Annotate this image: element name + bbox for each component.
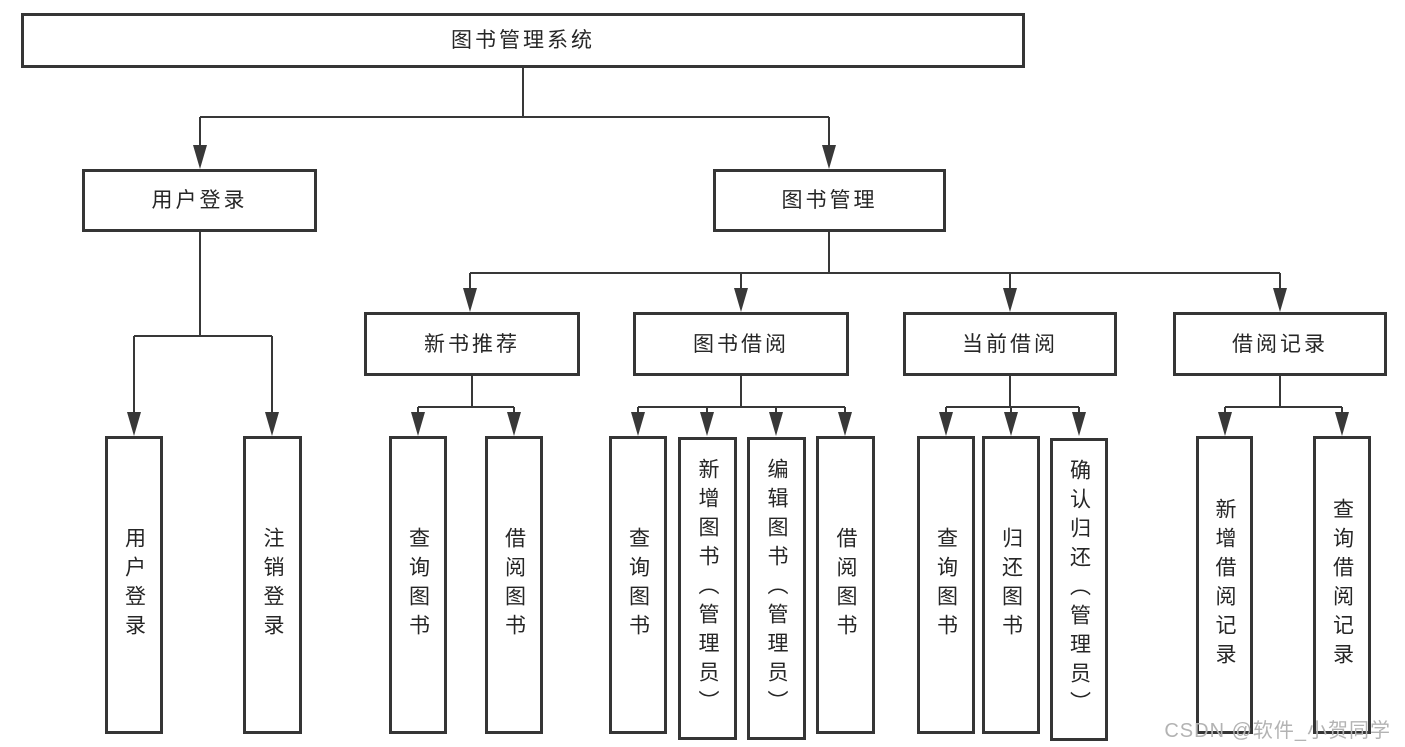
arrowhead (1003, 288, 1017, 312)
connector-path (133, 68, 1343, 414)
node-borrowing-records: 借阅记录 (1173, 312, 1387, 376)
arrowhead (734, 288, 748, 312)
leaf-records-query-record: 查询借阅记录 (1313, 436, 1371, 734)
node-label: 借阅记录 (1232, 332, 1328, 356)
node-label: 新增图书（管理员） (696, 458, 719, 719)
node-label: 当前借阅 (962, 332, 1058, 356)
leaf-current-return-books: 归还图书 (982, 436, 1040, 734)
arrowhead (463, 288, 477, 312)
node-label: 查询图书 (626, 527, 650, 643)
leaf-recommend-query-books: 查询图书 (389, 436, 447, 734)
leaf-records-add-record: 新增借阅记录 (1196, 436, 1253, 734)
arrowhead (939, 412, 953, 436)
node-label: 查询图书 (406, 527, 430, 643)
node-book-borrowing: 图书借阅 (633, 312, 849, 376)
arrowhead (411, 412, 425, 436)
leaf-borrowing-edit-books-admin: 编辑图书（管理员） (747, 437, 806, 740)
node-label: 注销登录 (261, 527, 284, 643)
leaf-recommend-borrow-books: 借阅图书 (485, 436, 543, 734)
node-label: 图书借阅 (693, 332, 789, 356)
node-label: 查询借阅记录 (1330, 498, 1354, 672)
csdn-watermark: CSDN @软件_小贺同学 (1164, 720, 1391, 742)
node-label: 新增借阅记录 (1213, 498, 1236, 672)
node-current-borrowing: 当前借阅 (903, 312, 1117, 376)
leaf-current-query-books: 查询图书 (917, 436, 975, 734)
arrowhead (127, 412, 141, 436)
arrowhead (1273, 288, 1287, 312)
arrowhead (1335, 412, 1349, 436)
node-label: 编辑图书（管理员） (765, 458, 788, 719)
arrowhead (1004, 412, 1018, 436)
leaf-borrowing-query-books: 查询图书 (609, 436, 667, 734)
arrowhead (700, 412, 714, 436)
node-label: 用户登录 (151, 189, 248, 212)
node-label: 借阅图书 (502, 527, 526, 643)
node-label: 确认归还（管理员） (1067, 459, 1091, 720)
node-label: 查询图书 (934, 527, 958, 643)
leaf-user-login: 用户登录 (105, 436, 163, 734)
arrowhead (1218, 412, 1232, 436)
arrowhead (507, 412, 521, 436)
node-new-book-recommend: 新书推荐 (364, 312, 580, 376)
arrowhead (838, 412, 852, 436)
leaf-current-confirm-return-admin: 确认归还（管理员） (1050, 438, 1108, 741)
node-user-login: 用户登录 (82, 169, 317, 232)
arrowhead (631, 412, 645, 436)
leaf-logout: 注销登录 (243, 436, 302, 734)
node-label: 借阅图书 (834, 527, 857, 643)
arrowhead (193, 145, 207, 169)
node-root-library-system: 图书管理系统 (21, 13, 1025, 68)
leaf-borrowing-add-books-admin: 新增图书（管理员） (678, 437, 737, 740)
arrowhead (265, 412, 279, 436)
arrowhead (1072, 412, 1086, 436)
node-label: 图书管理系统 (451, 29, 595, 52)
node-label: 新书推荐 (424, 332, 520, 356)
leaf-borrowing-borrow-books: 借阅图书 (816, 436, 875, 734)
node-label: 图书管理 (781, 189, 878, 212)
arrowhead (822, 145, 836, 169)
node-book-management: 图书管理 (713, 169, 946, 232)
arrowhead (769, 412, 783, 436)
node-label: 用户登录 (122, 527, 146, 643)
node-label: 归还图书 (999, 527, 1023, 643)
